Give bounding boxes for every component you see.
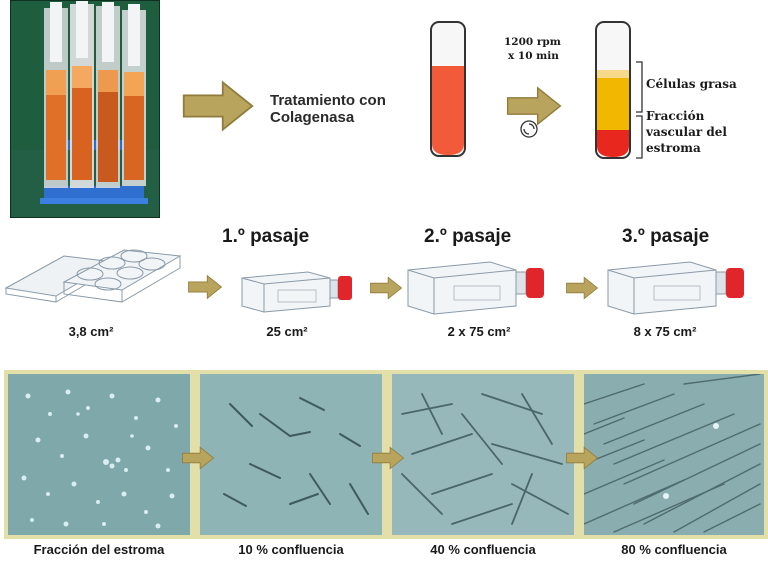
arrow-icon bbox=[566, 446, 598, 470]
flask-75-second bbox=[604, 254, 754, 321]
caption-80-percent: 80 % confluencia bbox=[584, 542, 764, 557]
layer-label-fat: Células grasa bbox=[646, 76, 737, 92]
arrow-icon bbox=[566, 276, 598, 300]
arrow-icon bbox=[370, 276, 402, 300]
area-label-flask-25: 25 cm² bbox=[232, 324, 342, 339]
syringes-photo bbox=[10, 0, 160, 218]
passage-heading-2: 2.º pasaje bbox=[424, 226, 511, 248]
caption-stromal-fraction: Fracción del estroma bbox=[8, 542, 190, 557]
six-well-plate bbox=[4, 236, 184, 321]
arrow-icon bbox=[372, 446, 404, 470]
area-label-flask-2x75: 2 x 75 cm² bbox=[424, 324, 534, 339]
flask-25 bbox=[238, 264, 358, 319]
micrograph-stromal-fraction bbox=[8, 374, 190, 535]
treatment-label: Tratamiento con Colagenasa bbox=[270, 92, 410, 126]
passage-heading-3: 3.º pasaje bbox=[622, 226, 709, 248]
caption-10-percent: 10 % confluencia bbox=[200, 542, 382, 557]
flask-75 bbox=[404, 254, 554, 321]
layer-label-svf: Fracción vascular del estroma bbox=[646, 108, 756, 156]
centrifuge-speed: 1200 rpm bbox=[504, 36, 561, 49]
spin-icon bbox=[518, 118, 540, 140]
arrow-icon bbox=[182, 446, 214, 470]
area-label-plate: 3,8 cm² bbox=[36, 324, 146, 339]
area-label-flask-8x75: 8 x 75 cm² bbox=[610, 324, 720, 339]
separated-tube bbox=[593, 20, 633, 167]
micrograph-40-percent bbox=[392, 374, 574, 535]
arrow-icon bbox=[178, 80, 258, 132]
test-tube bbox=[428, 20, 468, 165]
passage-heading-1: 1.º pasaje bbox=[222, 226, 309, 248]
caption-40-percent: 40 % confluencia bbox=[392, 542, 574, 557]
arrow-icon bbox=[188, 274, 222, 300]
micrograph-10-percent bbox=[200, 374, 382, 535]
micrograph-80-percent bbox=[584, 374, 764, 535]
centrifuge-time: x 10 min bbox=[508, 50, 559, 63]
